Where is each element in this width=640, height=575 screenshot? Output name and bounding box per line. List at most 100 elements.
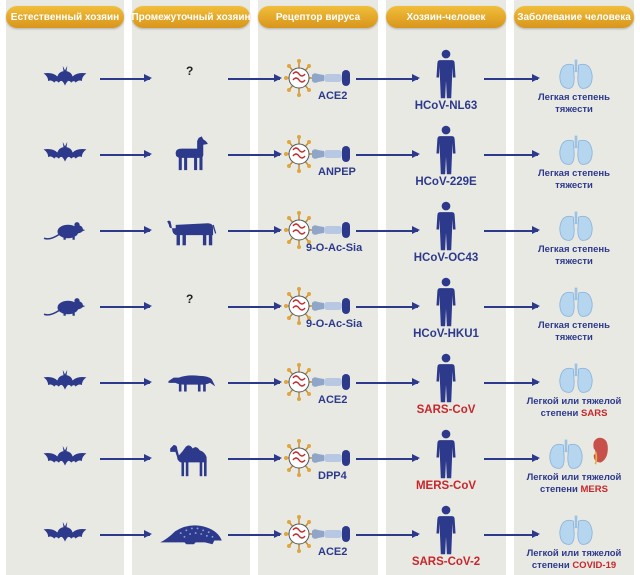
- arrow: [356, 455, 420, 461]
- disease-line2-text: тяжести: [555, 104, 593, 115]
- bat-icon: [43, 65, 87, 86]
- bat-icon: [43, 445, 87, 466]
- disease-line1: Легкая степень: [538, 320, 610, 331]
- receptor-label: ANPEP: [318, 166, 356, 178]
- arrow: [484, 531, 540, 537]
- bat-icon: [43, 141, 87, 162]
- receptor-label: DPP4: [318, 470, 347, 482]
- arrow: [100, 75, 152, 81]
- disease-line2-text: тяжести: [555, 256, 593, 267]
- arrow: [100, 531, 152, 537]
- arrow: [100, 379, 152, 385]
- receptor-label: ACE2: [318, 546, 348, 558]
- disease-name: MERS: [580, 484, 608, 495]
- lungs-icon: [558, 286, 594, 318]
- rat-icon: [43, 221, 87, 241]
- arrow: [100, 227, 152, 233]
- arrow: [356, 303, 420, 309]
- disease-line2: тяжести: [514, 332, 634, 344]
- disease-line2: степени COVID-19: [514, 560, 634, 572]
- human-icon: [436, 505, 456, 555]
- alpaca-icon: [175, 136, 208, 171]
- human-icon: [436, 277, 456, 327]
- arrow: [100, 455, 152, 461]
- arrow: [484, 227, 540, 233]
- disease-line2: тяжести: [514, 104, 634, 116]
- column-human-disease: [514, 0, 634, 575]
- lungs-icon: [558, 362, 594, 394]
- virus-name: MERS-CoV: [415, 480, 477, 492]
- disease-line1: Легкая степень: [538, 244, 610, 255]
- virus-name: HCoV-OC43: [413, 252, 479, 264]
- column-intermediate-host: [132, 0, 250, 575]
- disease-line2: степени MERS: [514, 484, 634, 496]
- arrow: [484, 303, 540, 309]
- lungs-icon: [558, 514, 594, 546]
- lungs-icon: [558, 58, 594, 90]
- lungs-icon: [558, 134, 594, 166]
- arrow: [356, 75, 420, 81]
- virus-name: HCoV-NL63: [414, 100, 478, 112]
- disease-line2: тяжести: [514, 180, 634, 192]
- arrow: [228, 75, 282, 81]
- cow-icon: [166, 219, 217, 246]
- arrow: [356, 151, 420, 157]
- arrow: [228, 227, 282, 233]
- disease-line1: Легкая степень: [538, 168, 610, 179]
- column-virus-receptor: [258, 0, 378, 575]
- unknown-host-mark: ?: [186, 64, 194, 78]
- bat-icon: [43, 369, 87, 390]
- disease-line1: Легкой или тяжелой: [526, 396, 622, 407]
- disease-line2-text: тяжести: [555, 332, 593, 343]
- human-icon: [436, 49, 456, 99]
- arrow: [484, 379, 540, 385]
- human-icon: [436, 429, 456, 479]
- rat-icon: [43, 297, 87, 317]
- arrow: [356, 227, 420, 233]
- human-icon: [436, 353, 456, 403]
- arrow: [228, 531, 282, 537]
- receptor-label: ACE2: [318, 90, 348, 102]
- disease-line1: Легкой или тяжелой: [526, 548, 622, 559]
- kidney-icon: [592, 436, 609, 466]
- virus-name: SARS-CoV-2: [411, 556, 481, 568]
- disease-line1: Легкая степень: [538, 92, 610, 103]
- pangolin-icon: [160, 525, 222, 545]
- arrow: [228, 151, 282, 157]
- disease-line2: тяжести: [514, 256, 634, 268]
- human-icon: [436, 201, 456, 251]
- arrow: [100, 151, 152, 157]
- lungs-icon: [558, 210, 594, 242]
- arrow: [228, 455, 282, 461]
- column-natural-host: [6, 0, 124, 575]
- disease-line2-text: степени: [531, 560, 573, 571]
- human-icon: [436, 125, 456, 175]
- receptor-label: 9-O-Ac-Sia: [306, 318, 363, 330]
- arrow: [356, 531, 420, 537]
- header-intermediate-host: Промежуточный хозяин: [131, 6, 251, 28]
- disease-line2-text: тяжести: [555, 180, 593, 191]
- disease-line2-text: степени: [540, 408, 582, 419]
- column-human-host: [386, 0, 506, 575]
- virus-name: HCoV-229E: [415, 176, 477, 188]
- arrow: [484, 151, 540, 157]
- lungs-icon: [548, 438, 584, 470]
- bat-icon: [43, 521, 87, 542]
- arrow: [484, 455, 540, 461]
- receptor-label: 9-O-Ac-Sia: [306, 242, 363, 254]
- arrow: [484, 75, 540, 81]
- arrow: [100, 303, 152, 309]
- header-human-disease: Заболевание человека: [514, 6, 634, 28]
- civet-icon: [168, 375, 216, 392]
- header-human-host: Хозяин-человек: [386, 6, 506, 28]
